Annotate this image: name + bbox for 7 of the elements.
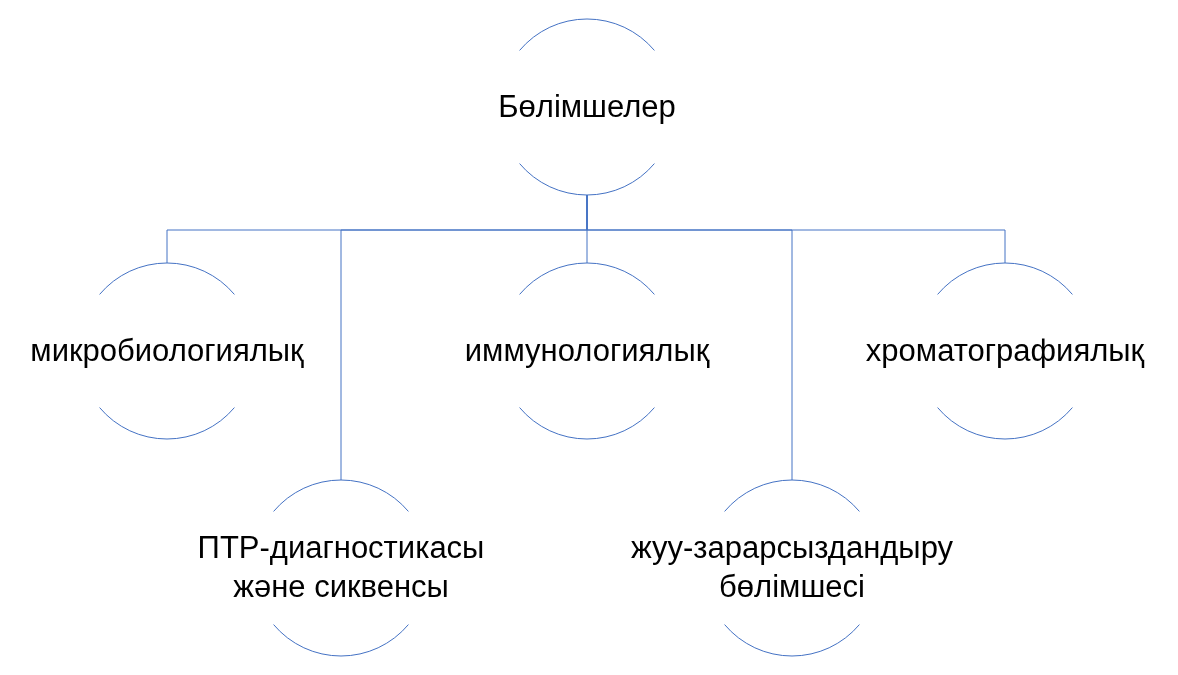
node-label: Бөлімшелер — [498, 87, 676, 126]
node-label: жуу-зарарсыздандыру бөлімшесі — [629, 529, 955, 606]
node-label: ПТР-диагностикасы және сиквенсы — [196, 529, 486, 606]
connector-line — [586, 194, 1006, 264]
node-label: хроматографиялық — [865, 331, 1145, 370]
node-label: микробиологиялық — [30, 331, 304, 370]
node-label: иммунологиялық — [464, 331, 710, 370]
